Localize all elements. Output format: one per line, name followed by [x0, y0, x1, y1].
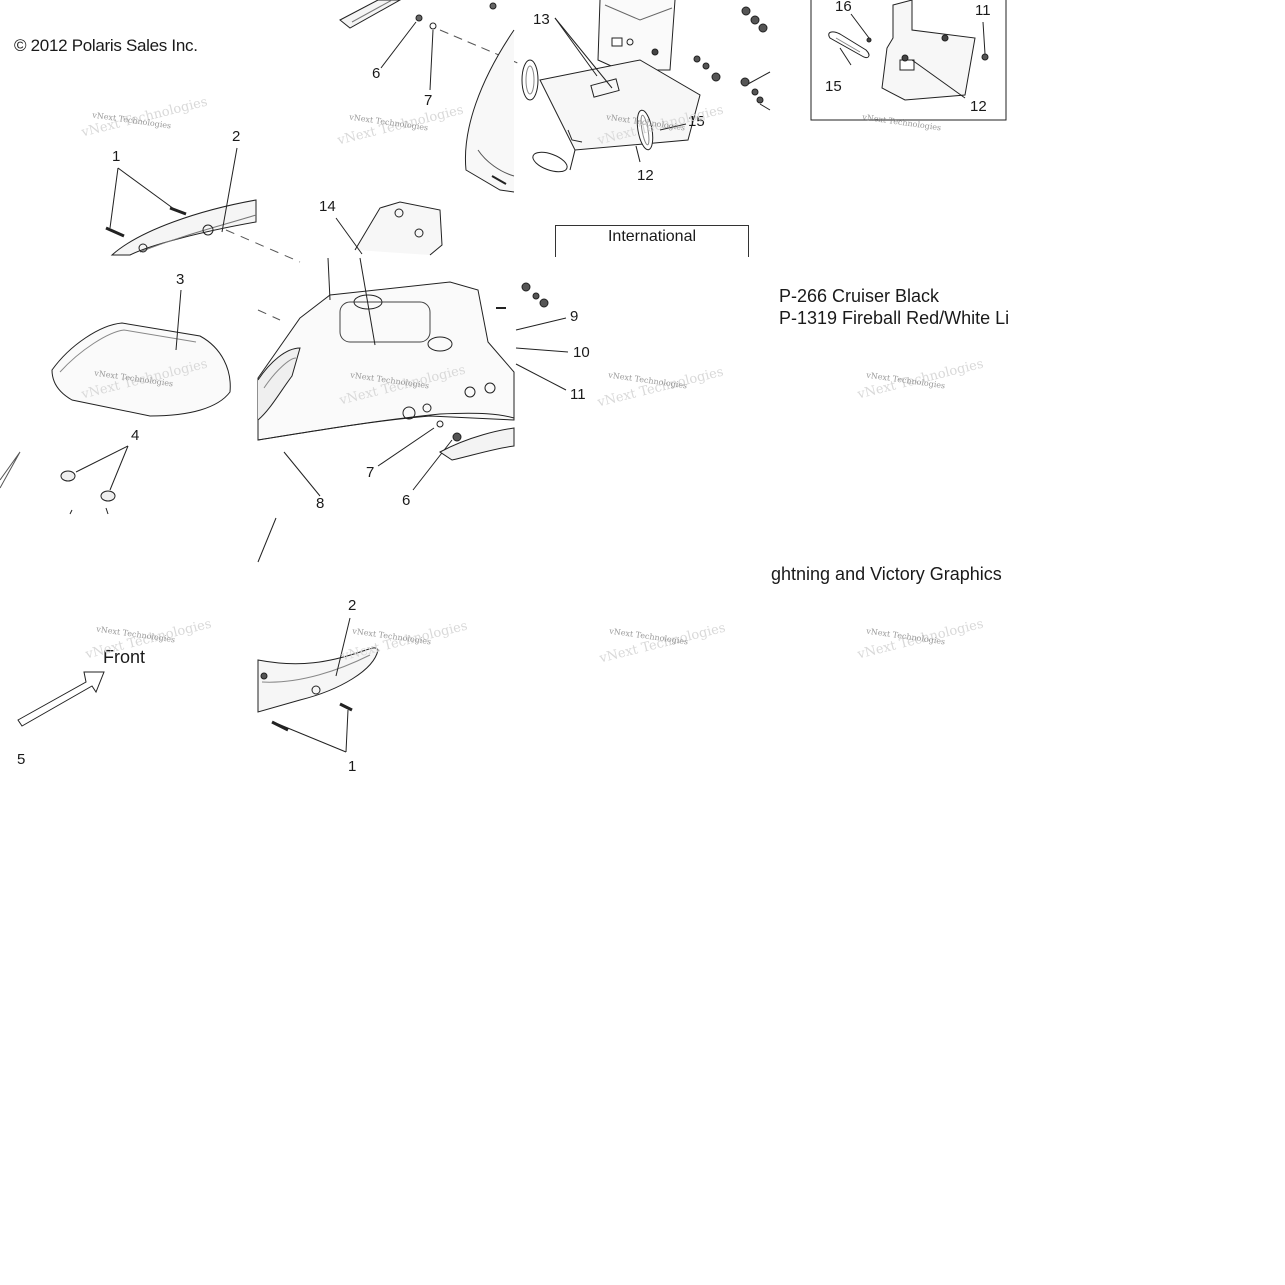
side-strip-lower: [257, 617, 379, 753]
callout-13: 13: [533, 11, 550, 28]
international-box: International: [555, 225, 749, 257]
callout-15: 15: [688, 113, 705, 130]
copyright-notice: © 2012 Polaris Sales Inc.: [14, 36, 198, 55]
callout-11-inset: 11: [975, 2, 991, 19]
callout-3: 3: [176, 271, 185, 288]
international-label: International: [607, 228, 697, 245]
callout-8: 8: [316, 495, 325, 512]
callout-4: 4: [131, 427, 140, 444]
blank-tile-1: [256, 258, 258, 260]
callout-2-lower: 2: [348, 597, 357, 614]
callout-16: 16: [835, 0, 852, 15]
rear-fender-curve: [464, 29, 515, 193]
license-bracket: [521, 0, 771, 173]
callout-12-inset: 12: [970, 98, 987, 115]
side-strip-upper: [105, 147, 257, 256]
graphics-label: ghtning and Victory Graphics: [771, 564, 1002, 584]
inset-box: [810, 0, 1007, 121]
callout-1-lower: 1: [348, 758, 357, 775]
paint-code-red-white: P-1319 Fireball Red/White Li: [779, 308, 1010, 328]
seat-bracket: [335, 201, 443, 256]
tail-section-8: [257, 257, 569, 563]
callout-15-inset: 15: [825, 78, 842, 95]
callout-12: 12: [637, 167, 654, 184]
callout-1-top: 1: [112, 148, 121, 165]
callout-6: 6: [402, 492, 411, 509]
callout-2-top: 2: [232, 128, 241, 145]
callout-5: 5: [17, 751, 26, 768]
paint-code-black: P-266 Cruiser Black: [779, 286, 940, 306]
callout-7-top: 7: [424, 92, 433, 109]
hardware-top: [380, 2, 521, 91]
callout-14: 14: [319, 198, 336, 215]
callout-7: 7: [366, 464, 375, 481]
grommets-4: [0, 445, 129, 515]
seat-cowl-3: [51, 289, 231, 417]
callout-6-top: 6: [372, 65, 381, 82]
callout-9: 9: [570, 308, 579, 325]
callout-11: 11: [570, 386, 586, 403]
alignment-lines: [225, 229, 301, 321]
fender-strip-top: [339, 0, 402, 29]
callout-10: 10: [573, 344, 590, 361]
front-arrow: [17, 671, 105, 727]
front-label: Front: [103, 647, 146, 667]
